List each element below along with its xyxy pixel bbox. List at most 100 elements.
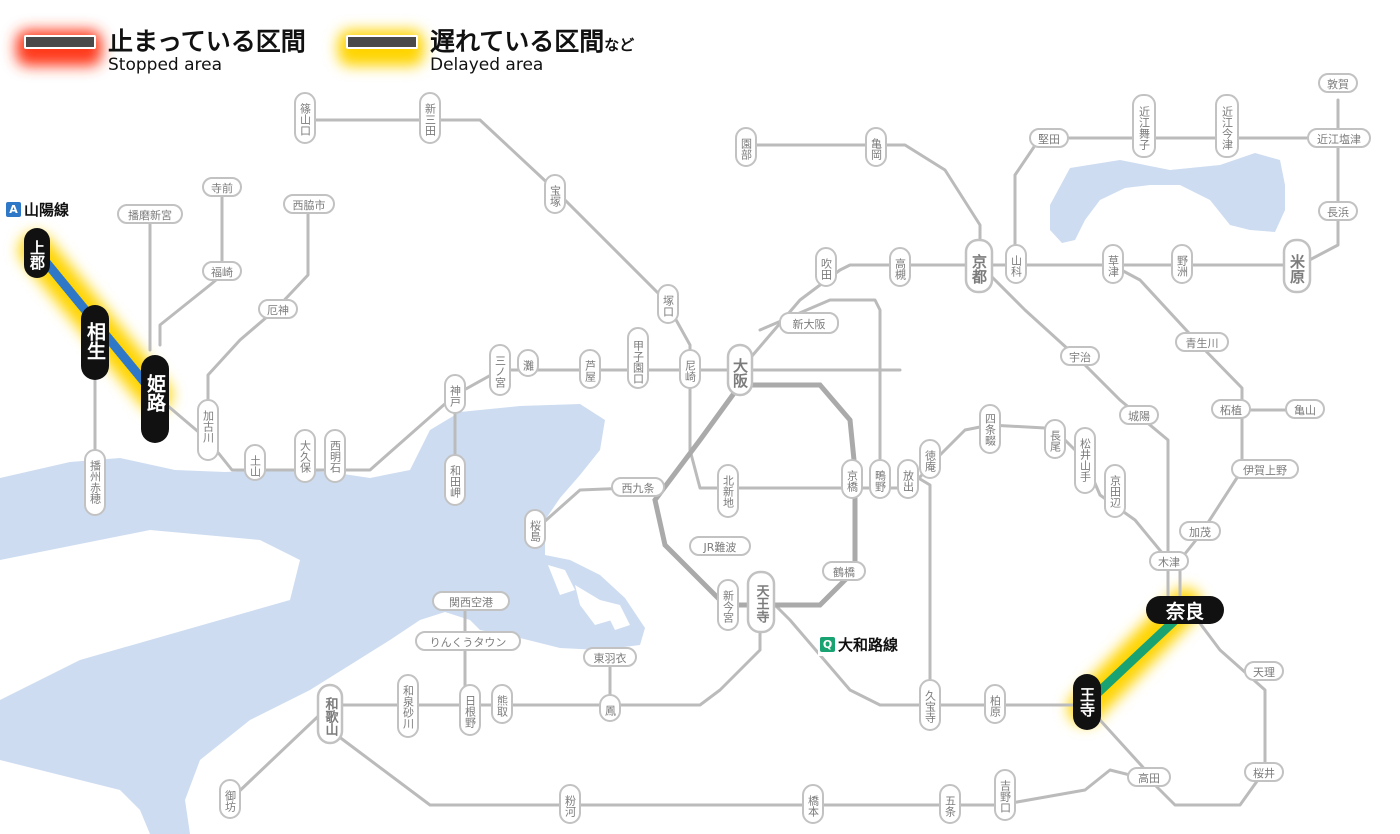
station-label[interactable]: 新三田 [419,92,441,144]
station-affected-oji[interactable]: 王寺 [1073,674,1101,730]
station-major[interactable]: 天王寺 [746,570,776,634]
station-label[interactable]: 長浜 [1318,201,1358,221]
station-label[interactable]: 西脇市 [283,194,335,214]
station-label[interactable]: 五条 [939,784,961,824]
station-label[interactable]: 熊取 [491,684,513,724]
station-affected-kamigori[interactable]: 上郡 [24,228,50,278]
station-label[interactable]: 高田 [1127,767,1171,787]
station-label[interactable]: 桜島 [524,509,546,549]
station-label[interactable]: 木津 [1149,551,1189,571]
track-kosei [1013,136,1340,267]
station-label[interactable]: 橋本 [802,784,824,824]
svg-text:北新地: 北新地 [722,475,735,508]
station-label[interactable]: 三ノ宮 [489,344,511,396]
station-label[interactable]: 伊賀上野 [1231,459,1299,479]
station-label[interactable]: 北新地 [717,464,739,518]
station-label[interactable]: 関西空港 [432,591,510,611]
station-label[interactable]: 粉河 [559,784,581,824]
delayed-subtitle: Delayed area [430,55,544,75]
station-label[interactable]: 塚口 [657,284,679,324]
station-affected-aioi[interactable]: 相生 [81,305,109,380]
svg-text:長尾: 長尾 [1049,430,1062,452]
station-label[interactable]: 宇治 [1060,346,1100,366]
station-label[interactable]: 芦屋 [579,349,601,389]
line-tag-sanyo[interactable]: A 山陽線 [4,198,72,221]
station-label[interactable]: 播磨新宮 [117,204,183,224]
station-label[interactable]: 甲子園口 [627,327,649,389]
station-label[interactable]: 神戸 [444,374,466,414]
station-label[interactable]: 尼崎 [679,349,701,389]
station-label[interactable]: 和田岬 [444,454,466,506]
station-label[interactable]: 鳳 [599,694,621,722]
station-label[interactable]: 鶴橋 [822,561,866,581]
station-label[interactable]: 御坊 [219,779,241,819]
station-label[interactable]: 土山 [244,444,266,481]
station-label[interactable]: 園部 [735,127,757,167]
station-label[interactable]: 亀山 [1285,399,1325,419]
station-label[interactable]: 柏原 [984,684,1006,724]
svg-text:四条畷: 四条畷 [984,413,997,447]
station-label[interactable]: 厄神 [258,299,298,319]
station-major[interactable]: 京都 [964,238,994,294]
station-label[interactable]: 堅田 [1029,128,1069,148]
station-label[interactable]: 桜井 [1244,762,1284,782]
station-label[interactable]: 青生川 [1175,332,1229,352]
station-label[interactable]: 長尾 [1044,419,1066,459]
station-major[interactable]: 米原 [1282,238,1312,294]
station-label[interactable]: 城陽 [1119,405,1159,425]
station-label[interactable]: 京田辺 [1104,464,1126,518]
station-label[interactable]: 篠山口 [294,92,316,144]
svg-text:柏原: 柏原 [989,694,1002,717]
svg-text:東羽衣: 東羽衣 [594,651,627,665]
station-label[interactable]: 加茂 [1179,521,1221,541]
station-label[interactable]: 福崎 [202,261,242,281]
station-label[interactable]: 近江舞子 [1132,94,1156,158]
track-shin-osaka-loop [758,298,882,472]
station-label[interactable]: 寺前 [202,177,242,197]
station-label[interactable]: 草津 [1102,244,1124,284]
station-label[interactable]: 近江今津 [1215,94,1239,158]
station-affected-himeji[interactable]: 姫路 [141,355,169,443]
station-label[interactable]: 加古川 [197,399,219,461]
svg-text:放出: 放出 [902,469,915,492]
station-label[interactable]: 近江塩津 [1307,128,1371,148]
station-label[interactable]: 敦賀 [1318,73,1358,93]
station-label[interactable]: 徳庵 [919,439,941,479]
station-label[interactable]: 松井山手 [1074,427,1096,494]
station-label[interactable]: 放出 [897,459,919,499]
station-label[interactable]: JR難波 [689,536,751,556]
station-label[interactable]: 灘 [517,349,539,377]
station-label[interactable]: 四条畷 [979,404,1001,454]
station-label[interactable]: 西九条 [611,477,665,497]
station-label[interactable]: 新今宮 [717,579,739,631]
svg-text:西九条: 西九条 [622,481,655,495]
station-label[interactable]: 東羽衣 [583,647,637,667]
station-label[interactable]: 播州赤穂 [84,449,106,516]
station-label[interactable]: 新大阪 [779,312,839,334]
station-label[interactable]: 吉野口 [994,769,1016,821]
station-label[interactable]: 吹田 [815,247,837,287]
station-label[interactable]: 日根野 [459,684,481,736]
svg-text:尼崎: 尼崎 [684,360,697,382]
station-label[interactable]: 山科 [1005,244,1027,284]
station-major[interactable]: 和歌山 [316,683,344,745]
track-kakogawa [206,203,310,442]
station-label[interactable]: 久宝寺 [919,679,941,731]
station-label[interactable]: 天理 [1244,661,1284,681]
station-label[interactable]: 鴫野 [869,459,891,499]
station-label[interactable]: りんくうタウン [415,631,521,651]
station-label[interactable]: 宝塚 [544,174,566,214]
station-label[interactable]: 大久保 [294,429,316,483]
station-label[interactable]: 京橋 [841,459,863,499]
station-label[interactable]: 高槻 [889,247,911,287]
station-label[interactable]: 柘植 [1211,399,1251,419]
station-label[interactable]: 西明石 [324,429,346,483]
yamatoji-line-name: 大和路線 [838,636,899,654]
line-tag-yamatoji[interactable]: Q 大和路線 [818,633,901,656]
station-label[interactable]: 野洲 [1171,244,1193,284]
station-label[interactable]: 和泉砂川 [397,674,419,738]
station-major[interactable]: 大阪 [726,343,754,397]
station-affected-nara[interactable]: 奈良 [1146,596,1224,624]
station-label[interactable]: 亀岡 [865,127,887,167]
